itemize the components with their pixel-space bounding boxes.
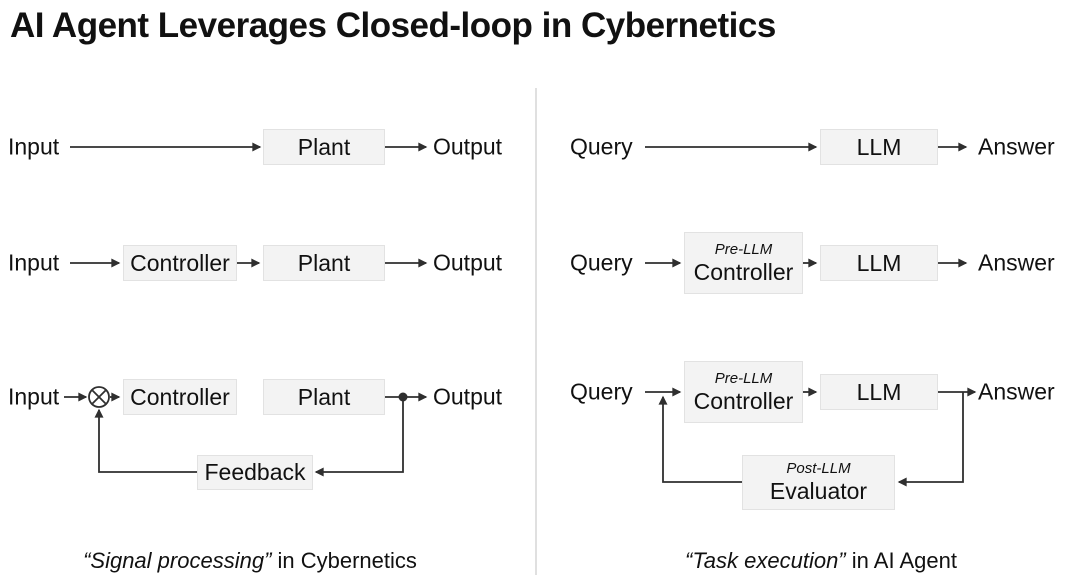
plant-box-label: Plant xyxy=(297,133,351,160)
right-caption: “Task execution” in AI Agent xyxy=(566,548,1076,574)
input-label: Input xyxy=(8,383,60,410)
controller-box-label: Controller xyxy=(693,258,794,285)
query-label: Query xyxy=(570,378,633,405)
line-output-to-feedback xyxy=(314,397,404,477)
feedback-box-label: Feedback xyxy=(204,459,306,486)
plant-box-label: Plant xyxy=(297,249,351,276)
left-caption: “Signal processing” in Cybernetics xyxy=(0,548,500,574)
answer-label: Answer xyxy=(978,378,1055,405)
pre-llm-controller-box: Pre-LLM Controller xyxy=(684,361,803,423)
evaluator-box-label: Evaluator xyxy=(769,478,868,505)
llm-box-label: LLM xyxy=(856,378,902,405)
llm-box: LLM xyxy=(820,245,938,281)
input-label: Input xyxy=(8,249,60,276)
column-divider xyxy=(535,88,537,575)
left-caption-rest: in Cybernetics xyxy=(271,548,417,573)
pre-llm-sublabel: Pre-LLM xyxy=(714,240,773,258)
post-llm-sublabel: Post-LLM xyxy=(786,460,851,478)
answer-label: Answer xyxy=(978,249,1055,276)
input-label: Input xyxy=(8,133,60,160)
feedback-box: Feedback xyxy=(197,455,313,490)
pre-llm-sublabel: Pre-LLM xyxy=(714,369,773,387)
controller-box-label: Controller xyxy=(693,387,794,414)
summing-junction-cross xyxy=(91,389,107,405)
llm-box: LLM xyxy=(820,374,938,410)
query-label: Query xyxy=(570,249,633,276)
output-label: Output xyxy=(433,249,503,276)
llm-box-label: LLM xyxy=(856,133,902,160)
llm-box: LLM xyxy=(820,129,938,165)
line-feedback-to-junction xyxy=(94,408,197,473)
output-label: Output xyxy=(433,133,503,160)
output-label: Output xyxy=(433,383,503,410)
answer-label: Answer xyxy=(978,133,1055,160)
right-caption-quoted: “Task execution” xyxy=(685,548,846,573)
line-evaluator-to-query-path xyxy=(658,395,742,483)
controller-box-label: Controller xyxy=(130,383,230,410)
plant-box: Plant xyxy=(263,379,385,415)
line-answer-to-evaluator xyxy=(897,392,964,487)
controller-box: Controller xyxy=(123,245,237,281)
slide-title: AI Agent Leverages Closed-loop in Cybern… xyxy=(10,6,776,45)
post-llm-evaluator-box: Post-LLM Evaluator xyxy=(742,455,895,510)
controller-box: Controller xyxy=(123,379,237,415)
right-caption-rest: in AI Agent xyxy=(845,548,957,573)
query-label: Query xyxy=(570,133,633,160)
pre-llm-controller-box: Pre-LLM Controller xyxy=(684,232,803,294)
left-caption-quoted: “Signal processing” xyxy=(83,548,272,573)
plant-box-label: Plant xyxy=(297,383,351,410)
plant-box: Plant xyxy=(263,129,385,165)
llm-box-label: LLM xyxy=(856,249,902,276)
plant-box: Plant xyxy=(263,245,385,281)
controller-box-label: Controller xyxy=(130,249,230,276)
